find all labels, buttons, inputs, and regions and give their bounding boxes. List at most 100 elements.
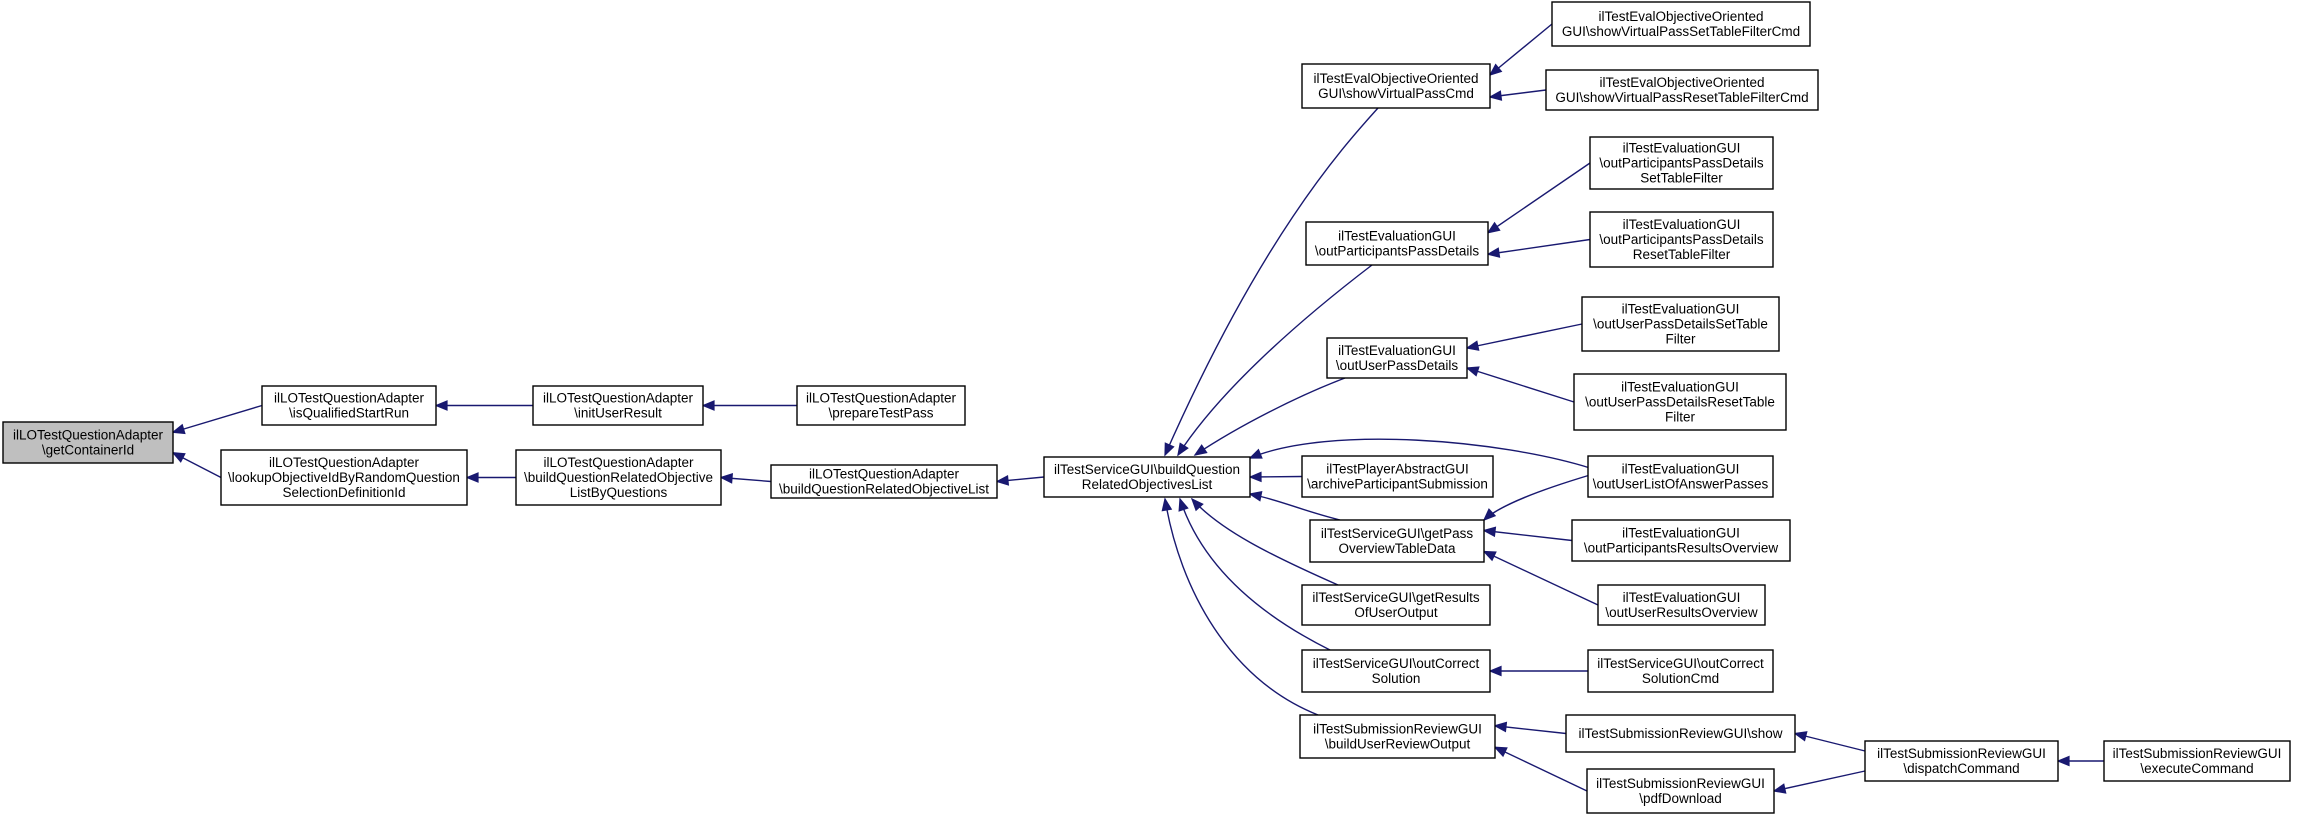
node-box xyxy=(1305,221,1489,266)
node-label-line: \pdfDownload xyxy=(1639,791,1722,806)
function-node[interactable]: ilTestEvalObjectiveOrientedGUI\showVirtu… xyxy=(1551,1,1811,47)
node-box xyxy=(1551,1,1811,47)
node-label-line: RelatedObjectivesList xyxy=(1082,477,1213,492)
edge-arrowhead xyxy=(1488,90,1503,101)
node-box xyxy=(1301,584,1491,626)
node-label-line: ilTestServiceGUI\outCorrect xyxy=(1313,656,1480,671)
node-label-line: \isQualifiedStartRun xyxy=(289,406,409,421)
edge-arrowhead xyxy=(1161,497,1173,512)
edge-line xyxy=(1487,238,1591,255)
call-edge-n28-to-n27 xyxy=(1772,770,1866,794)
node-box xyxy=(1587,455,1774,498)
function-node[interactable]: ilTestServiceGUI\buildQuestionRelatedObj… xyxy=(1043,456,1251,498)
edge-arrowhead xyxy=(1493,721,1508,733)
edge-line xyxy=(1489,23,1553,76)
node-box xyxy=(1309,519,1485,563)
function-node[interactable]: ilTestSubmissionReviewGUI\executeCommand xyxy=(2103,740,2291,782)
node-label-line: \buildQuestionRelatedObjective xyxy=(524,470,713,485)
function-node[interactable]: ilTestEvalObjectiveOrientedGUI\showVirtu… xyxy=(1301,63,1491,109)
node-label-line: ListByQuestions xyxy=(570,485,668,500)
node-box xyxy=(796,385,966,426)
function-node[interactable]: ilTestEvaluationGUI\outParticipantsPassD… xyxy=(1589,211,1774,268)
function-node[interactable]: ilLOTestQuestionAdapter\buildQuestionRel… xyxy=(770,464,998,499)
node-label-line: ilTestEvalObjectiveOriented xyxy=(1599,75,1764,90)
function-node[interactable]: ilLOTestQuestionAdapter\lookupObjectiveI… xyxy=(220,449,468,506)
function-node[interactable]: ilTestEvaluationGUI\outParticipantsResul… xyxy=(1571,519,1791,562)
node-box xyxy=(1581,296,1780,352)
node-label-line: \outParticipantsResultsOverview xyxy=(1584,541,1779,556)
node-box xyxy=(1587,649,1774,693)
function-node[interactable]: ilTestSubmissionReviewGUI\buildUserRevie… xyxy=(1299,714,1496,759)
function-node[interactable]: ilTestEvaluationGUI\outUserListOfAnswerP… xyxy=(1587,455,1774,498)
edge-arrowhead xyxy=(1482,526,1497,538)
node-box xyxy=(220,449,468,506)
call-edge-n20-to-n10 xyxy=(1465,323,1583,351)
node-box xyxy=(2103,740,2291,782)
function-node[interactable]: ilTestEvaluationGUI\outParticipantsPassD… xyxy=(1305,221,1489,266)
node-label-line: ilTestSubmissionReviewGUI xyxy=(1313,722,1482,737)
edge-arrowhead xyxy=(1248,490,1263,502)
function-node[interactable]: ilLOTestQuestionAdapter\initUserResult xyxy=(532,385,704,426)
node-label-line: ilTestEvaluationGUI xyxy=(1338,229,1456,244)
function-node[interactable]: ilTestEvaluationGUI\outUserPassDetailsRe… xyxy=(1573,373,1787,431)
node-label-line: ilTestEvalObjectiveOriented xyxy=(1598,9,1763,24)
node-box xyxy=(1571,519,1791,562)
function-node[interactable]: ilTestEvaluationGUI\outUserPassDetailsSe… xyxy=(1581,296,1780,352)
function-node[interactable]: ilTestSubmissionReviewGUI\dispatchComman… xyxy=(1864,740,2059,782)
function-node[interactable]: ilTestSubmissionReviewGUI\pdfDownload xyxy=(1586,768,1775,814)
node-label-line: ilTestEvaluationGUI xyxy=(1623,217,1741,232)
node-box xyxy=(261,385,437,426)
function-node[interactable]: ilTestPlayerAbstractGUI\archiveParticipa… xyxy=(1301,455,1494,498)
node-label-line: ilTestEvaluationGUI xyxy=(1622,462,1740,477)
edge-arrowhead xyxy=(1772,783,1787,794)
node-label-line: ilLOTestQuestionAdapter xyxy=(809,467,960,482)
node-label-line: ilTestEvaluationGUI xyxy=(1623,141,1741,156)
node-label-line: \outParticipantsPassDetails xyxy=(1315,244,1480,259)
node-box xyxy=(1589,211,1774,268)
node-label-line: ilTestEvaluationGUI xyxy=(1338,343,1456,358)
edge-line xyxy=(1177,264,1373,456)
call-edge-n15-to-n7 xyxy=(1161,497,1319,716)
function-node[interactable]: ilLOTestQuestionAdapter\prepareTestPass xyxy=(796,385,966,426)
call-edge-n2-to-n0 xyxy=(171,452,222,479)
node-label-line: OverviewTableData xyxy=(1338,541,1456,556)
edge-line xyxy=(1494,746,1588,792)
node-label-line: ilTestServiceGUI\outCorrect xyxy=(1597,656,1764,671)
call-edge-n7-to-n6 xyxy=(995,475,1045,486)
function-node[interactable]: ilLOTestQuestionAdapter\isQualifiedStart… xyxy=(261,385,437,426)
node-label-line: GUI\showVirtualPassSetTableFilterCmd xyxy=(1562,24,1800,39)
function-node[interactable]: ilTestEvaluationGUI\outUserResultsOvervi… xyxy=(1597,584,1766,626)
function-node[interactable]: ilLOTestQuestionAdapter\buildQuestionRel… xyxy=(515,449,722,506)
call-edge-n10-to-n7 xyxy=(1193,377,1346,456)
function-node[interactable]: ilTestSubmissionReviewGUI\show xyxy=(1565,714,1796,753)
edge-line xyxy=(1483,529,1573,542)
edge-line xyxy=(1483,550,1599,606)
call-edge-n26-to-n15 xyxy=(1493,721,1567,735)
node-label-line: ilTestSubmissionReviewGUI\show xyxy=(1578,726,1782,741)
node-label-line: \outParticipantsPassDetails xyxy=(1599,232,1764,247)
edge-line xyxy=(1249,438,1591,469)
call-edge-n9-to-n7 xyxy=(1177,264,1373,457)
node-label-line: \buildQuestionRelatedObjectiveList xyxy=(779,482,989,497)
edge-arrowhead xyxy=(1488,665,1502,677)
node-label-line: Filter xyxy=(1666,332,1697,347)
function-node[interactable]: ilTestEvaluationGUI\outParticipantsPassD… xyxy=(1589,136,1774,190)
edge-arrowhead xyxy=(701,400,715,411)
call-edge-n5-to-n3 xyxy=(701,400,797,411)
function-node[interactable]: ilTestEvaluationGUI\outUserPassDetails xyxy=(1326,337,1468,379)
node-box xyxy=(1326,337,1468,379)
node-label-line: \buildUserReviewOutput xyxy=(1325,737,1471,752)
edge-line xyxy=(172,404,263,433)
function-node[interactable]: ilTestEvalObjectiveOrientedGUI\showVirtu… xyxy=(1545,69,1819,111)
edge-line xyxy=(1773,770,1866,792)
function-node[interactable]: ilTestServiceGUI\getPassOverviewTableDat… xyxy=(1309,519,1485,563)
call-edge-n23-to-n12 xyxy=(1482,526,1573,542)
node-label-line: Filter xyxy=(1665,410,1696,425)
node-label-line: ilTestServiceGUI\getResults xyxy=(1312,590,1480,605)
edge-arrowhead xyxy=(171,452,186,463)
root-function-node[interactable]: ilLOTestQuestionAdapter\getContainerId xyxy=(2,421,174,464)
node-label-line: ilTestServiceGUI\buildQuestion xyxy=(1054,462,1240,477)
